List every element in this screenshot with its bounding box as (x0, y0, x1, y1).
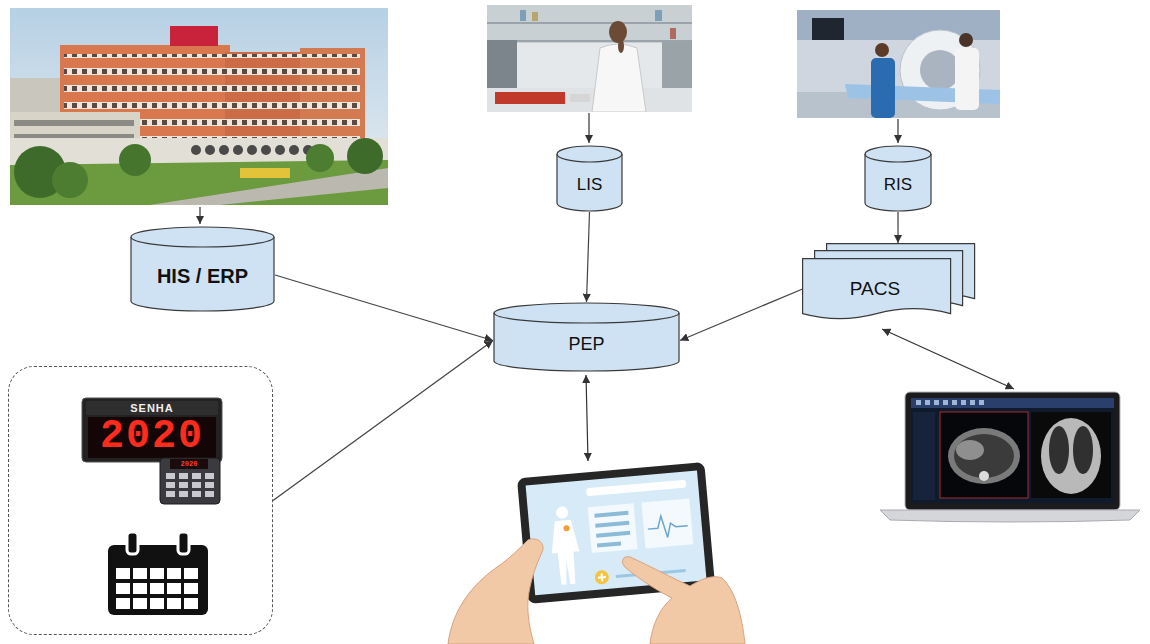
display-number: 2020 (82, 417, 222, 457)
connector-arrow (273, 341, 493, 501)
connector-arrow (680, 289, 802, 340)
laboratory-photo (487, 5, 692, 112)
database-cylinder: HIS / ERP (130, 226, 275, 312)
calendar-icon (108, 532, 208, 615)
node-label: HIS / ERP (157, 265, 248, 288)
connector-arrow (897, 212, 898, 243)
ticket-keypad (160, 458, 220, 504)
keypad-number: 2020 (170, 459, 208, 469)
connector-arrow (275, 275, 493, 340)
dashed-group-box: SENHA 2020 (8, 366, 273, 635)
ct-room-photo (797, 10, 1000, 118)
node-label: RIS (884, 175, 912, 195)
document-stack: PACS (802, 243, 975, 327)
database-cylinder: LIS (556, 145, 623, 212)
database-cylinder: RIS (864, 145, 932, 212)
node-label: PEP (568, 334, 604, 355)
hospital-photo (10, 8, 388, 205)
node-label: LIS (577, 175, 603, 195)
ticket-display (82, 398, 222, 462)
display-caption: SENHA (82, 402, 222, 415)
node-label: PACS (850, 278, 900, 300)
laptop-viewer (880, 392, 1140, 522)
database-cylinder: PEP (493, 302, 680, 372)
connector-arrow (587, 212, 590, 302)
leader-arrows (200, 113, 1014, 461)
label-holder: 2020 (170, 459, 208, 469)
tablet-illustration (448, 462, 745, 644)
